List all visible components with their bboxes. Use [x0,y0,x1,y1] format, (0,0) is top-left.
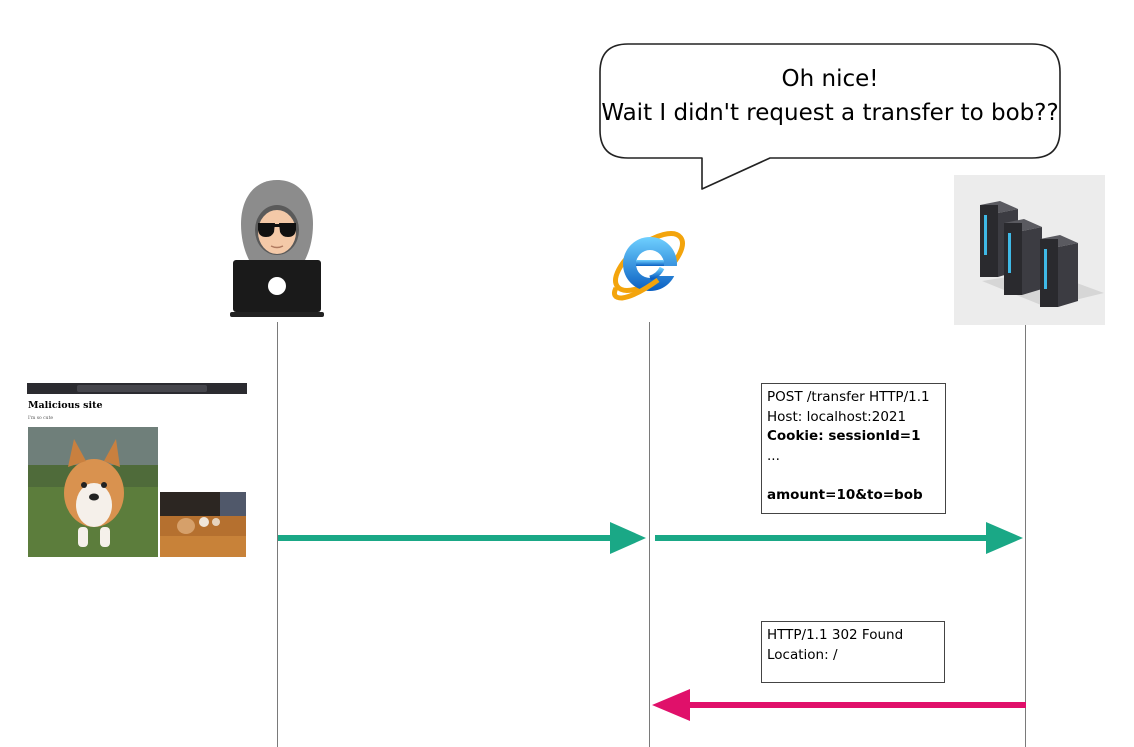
speech-line-2: Wait I didn't request a transfer to bob?… [601,100,1059,126]
request-message-box: POST /transfer HTTP/1.1 Host: localhost:… [761,383,946,514]
request-host-header: Host: localhost:2021 [767,408,907,425]
malicious-site-subtitle: I'm so cute [28,416,54,421]
response-status-line: HTTP/1.1 302 Found [767,627,904,643]
speech-line-1: Oh nice! [781,66,879,92]
corgi-photo [28,427,158,557]
arrow-server-to-browser [652,689,1026,721]
attacker-lifeline [277,322,278,747]
request-cookie-header: Cookie: sessionId=1 [767,428,921,444]
request-ellipsis: ... [767,447,780,464]
server-lifeline [1025,325,1026,747]
response-location-header: Location: / [767,646,838,663]
request-line: POST /transfer HTTP/1.1 [767,389,930,405]
hacker-with-laptop-icon [230,180,324,317]
server-racks-icon [954,175,1105,325]
address-bar [77,385,207,392]
malicious-site-screenshot: Malicious site I'm so cute [27,383,247,558]
speech-bubble-text: Oh nice! Wait I didn't request a transfe… [600,62,1060,130]
malicious-site-title: Malicious site [28,400,103,411]
arrow-browser-to-server [655,522,1023,554]
response-message-box: HTTP/1.1 302 Found Location: / [761,621,945,683]
request-body: amount=10&to=bob [767,486,923,503]
internet-explorer-icon [612,231,685,301]
browser-lifeline [649,322,650,747]
puppies-photo [160,492,246,557]
speech-bubble [599,43,1061,190]
arrow-attacker-to-browser [278,522,646,554]
browser-toolbar [27,383,247,394]
